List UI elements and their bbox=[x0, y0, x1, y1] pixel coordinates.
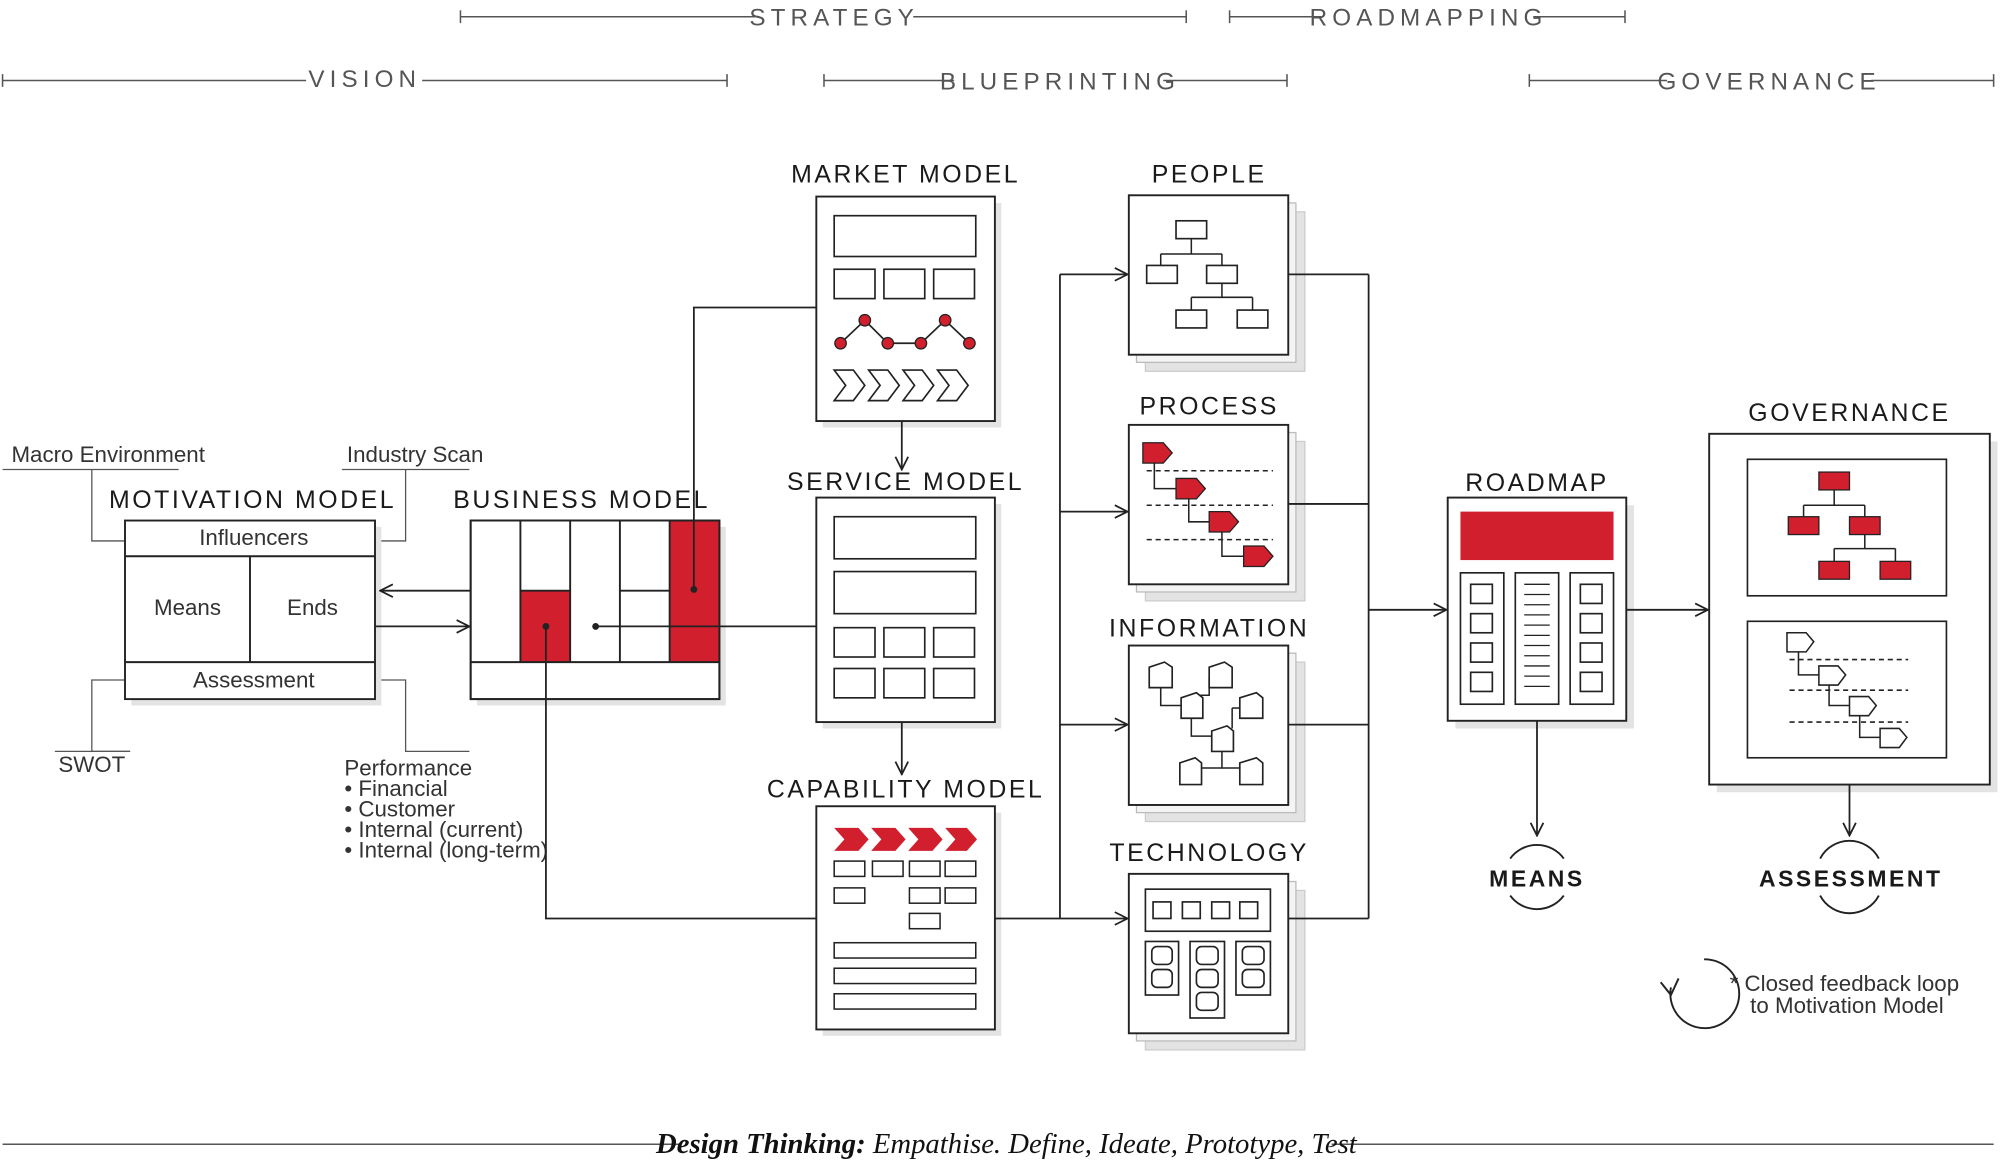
phase-strategy bbox=[459, 10, 1187, 24]
information-title: INFORMATION bbox=[1109, 615, 1309, 643]
capability-to-architecture-connectors bbox=[994, 274, 1128, 918]
svg-text:Performance: Performance bbox=[344, 756, 472, 781]
phase-vision-label: VISION bbox=[308, 66, 421, 93]
feedback-note-line1: * Closed feedback loop bbox=[1730, 971, 1959, 996]
roadmap-title: ROADMAP bbox=[1465, 469, 1609, 497]
capability-model-doc bbox=[815, 805, 1002, 1036]
business-model-title: BUSINESS MODEL bbox=[453, 486, 710, 514]
information-doc bbox=[1127, 644, 1306, 823]
phase-governance bbox=[1528, 74, 1995, 87]
svg-text:• Internal (current): • Internal (current) bbox=[344, 817, 523, 842]
svg-text:• Customer: • Customer bbox=[344, 796, 455, 821]
influencers-label: Influencers bbox=[199, 525, 308, 550]
feedback-loop-icon bbox=[1659, 958, 1741, 1030]
people-doc bbox=[1127, 194, 1306, 372]
technology-title: TECHNOLOGY bbox=[1109, 839, 1309, 867]
feedback-note-line2: to Motivation Model bbox=[1750, 993, 1943, 1018]
technology-doc bbox=[1127, 872, 1306, 1051]
capability-model-title: CAPABILITY MODEL bbox=[767, 775, 1045, 803]
business-connectors bbox=[542, 306, 817, 920]
motivation-model-box bbox=[124, 519, 382, 706]
macro-environment-label: Macro Environment bbox=[11, 442, 205, 467]
assessment-loop-icon bbox=[1819, 839, 1880, 915]
architecture-to-roadmap-connectors bbox=[1288, 273, 1446, 920]
industry-scan-label: Industry Scan bbox=[347, 442, 483, 467]
phase-vision bbox=[1, 74, 728, 87]
performance-list: Performance • Financial • Customer • Int… bbox=[344, 756, 548, 863]
people-title: PEOPLE bbox=[1152, 161, 1267, 189]
ends-label: Ends bbox=[287, 595, 338, 620]
svg-text:• Financial: • Financial bbox=[344, 776, 447, 801]
means-loop-icon bbox=[1509, 844, 1565, 911]
phase-roadmapping bbox=[1228, 10, 1626, 24]
market-model-title: MARKET MODEL bbox=[791, 161, 1020, 189]
svg-text:• Internal (long-term): • Internal (long-term) bbox=[344, 837, 548, 862]
service-model-doc bbox=[815, 496, 1002, 729]
phase-roadmapping-label: ROADMAPPING bbox=[1310, 5, 1548, 32]
service-model-title: SERVICE MODEL bbox=[787, 468, 1024, 496]
means-node-label: MEANS bbox=[1489, 866, 1585, 892]
market-model-doc bbox=[815, 195, 1002, 428]
assessment-node-label: ASSESSMENT bbox=[1759, 866, 1943, 892]
swot-label: SWOT bbox=[58, 752, 125, 777]
design-thinking-label: Design Thinking: bbox=[655, 1128, 866, 1160]
means-label: Means bbox=[154, 595, 221, 620]
motivation-model-title: MOTIVATION MODEL bbox=[109, 486, 396, 514]
roadmap-doc bbox=[1446, 496, 1634, 729]
assessment-label: Assessment bbox=[193, 668, 315, 693]
design-thinking-footer: Design Thinking: Empathise. Define, Idea… bbox=[655, 1128, 1358, 1160]
business-model-canvas bbox=[469, 519, 726, 706]
process-title: PROCESS bbox=[1139, 393, 1278, 421]
phase-strategy-label: STRATEGY bbox=[749, 5, 919, 32]
design-thinking-steps: Empathise. Define, Ideate, Prototype, Te… bbox=[866, 1128, 1358, 1160]
governance-doc bbox=[1708, 432, 1998, 793]
phase-blueprinting-label: BLUEPRINTING bbox=[940, 68, 1180, 95]
phase-governance-label: GOVERNANCE bbox=[1657, 68, 1880, 95]
governance-title: GOVERNANCE bbox=[1748, 399, 1950, 427]
phase-blueprinting bbox=[823, 74, 1288, 87]
process-doc bbox=[1127, 423, 1306, 602]
